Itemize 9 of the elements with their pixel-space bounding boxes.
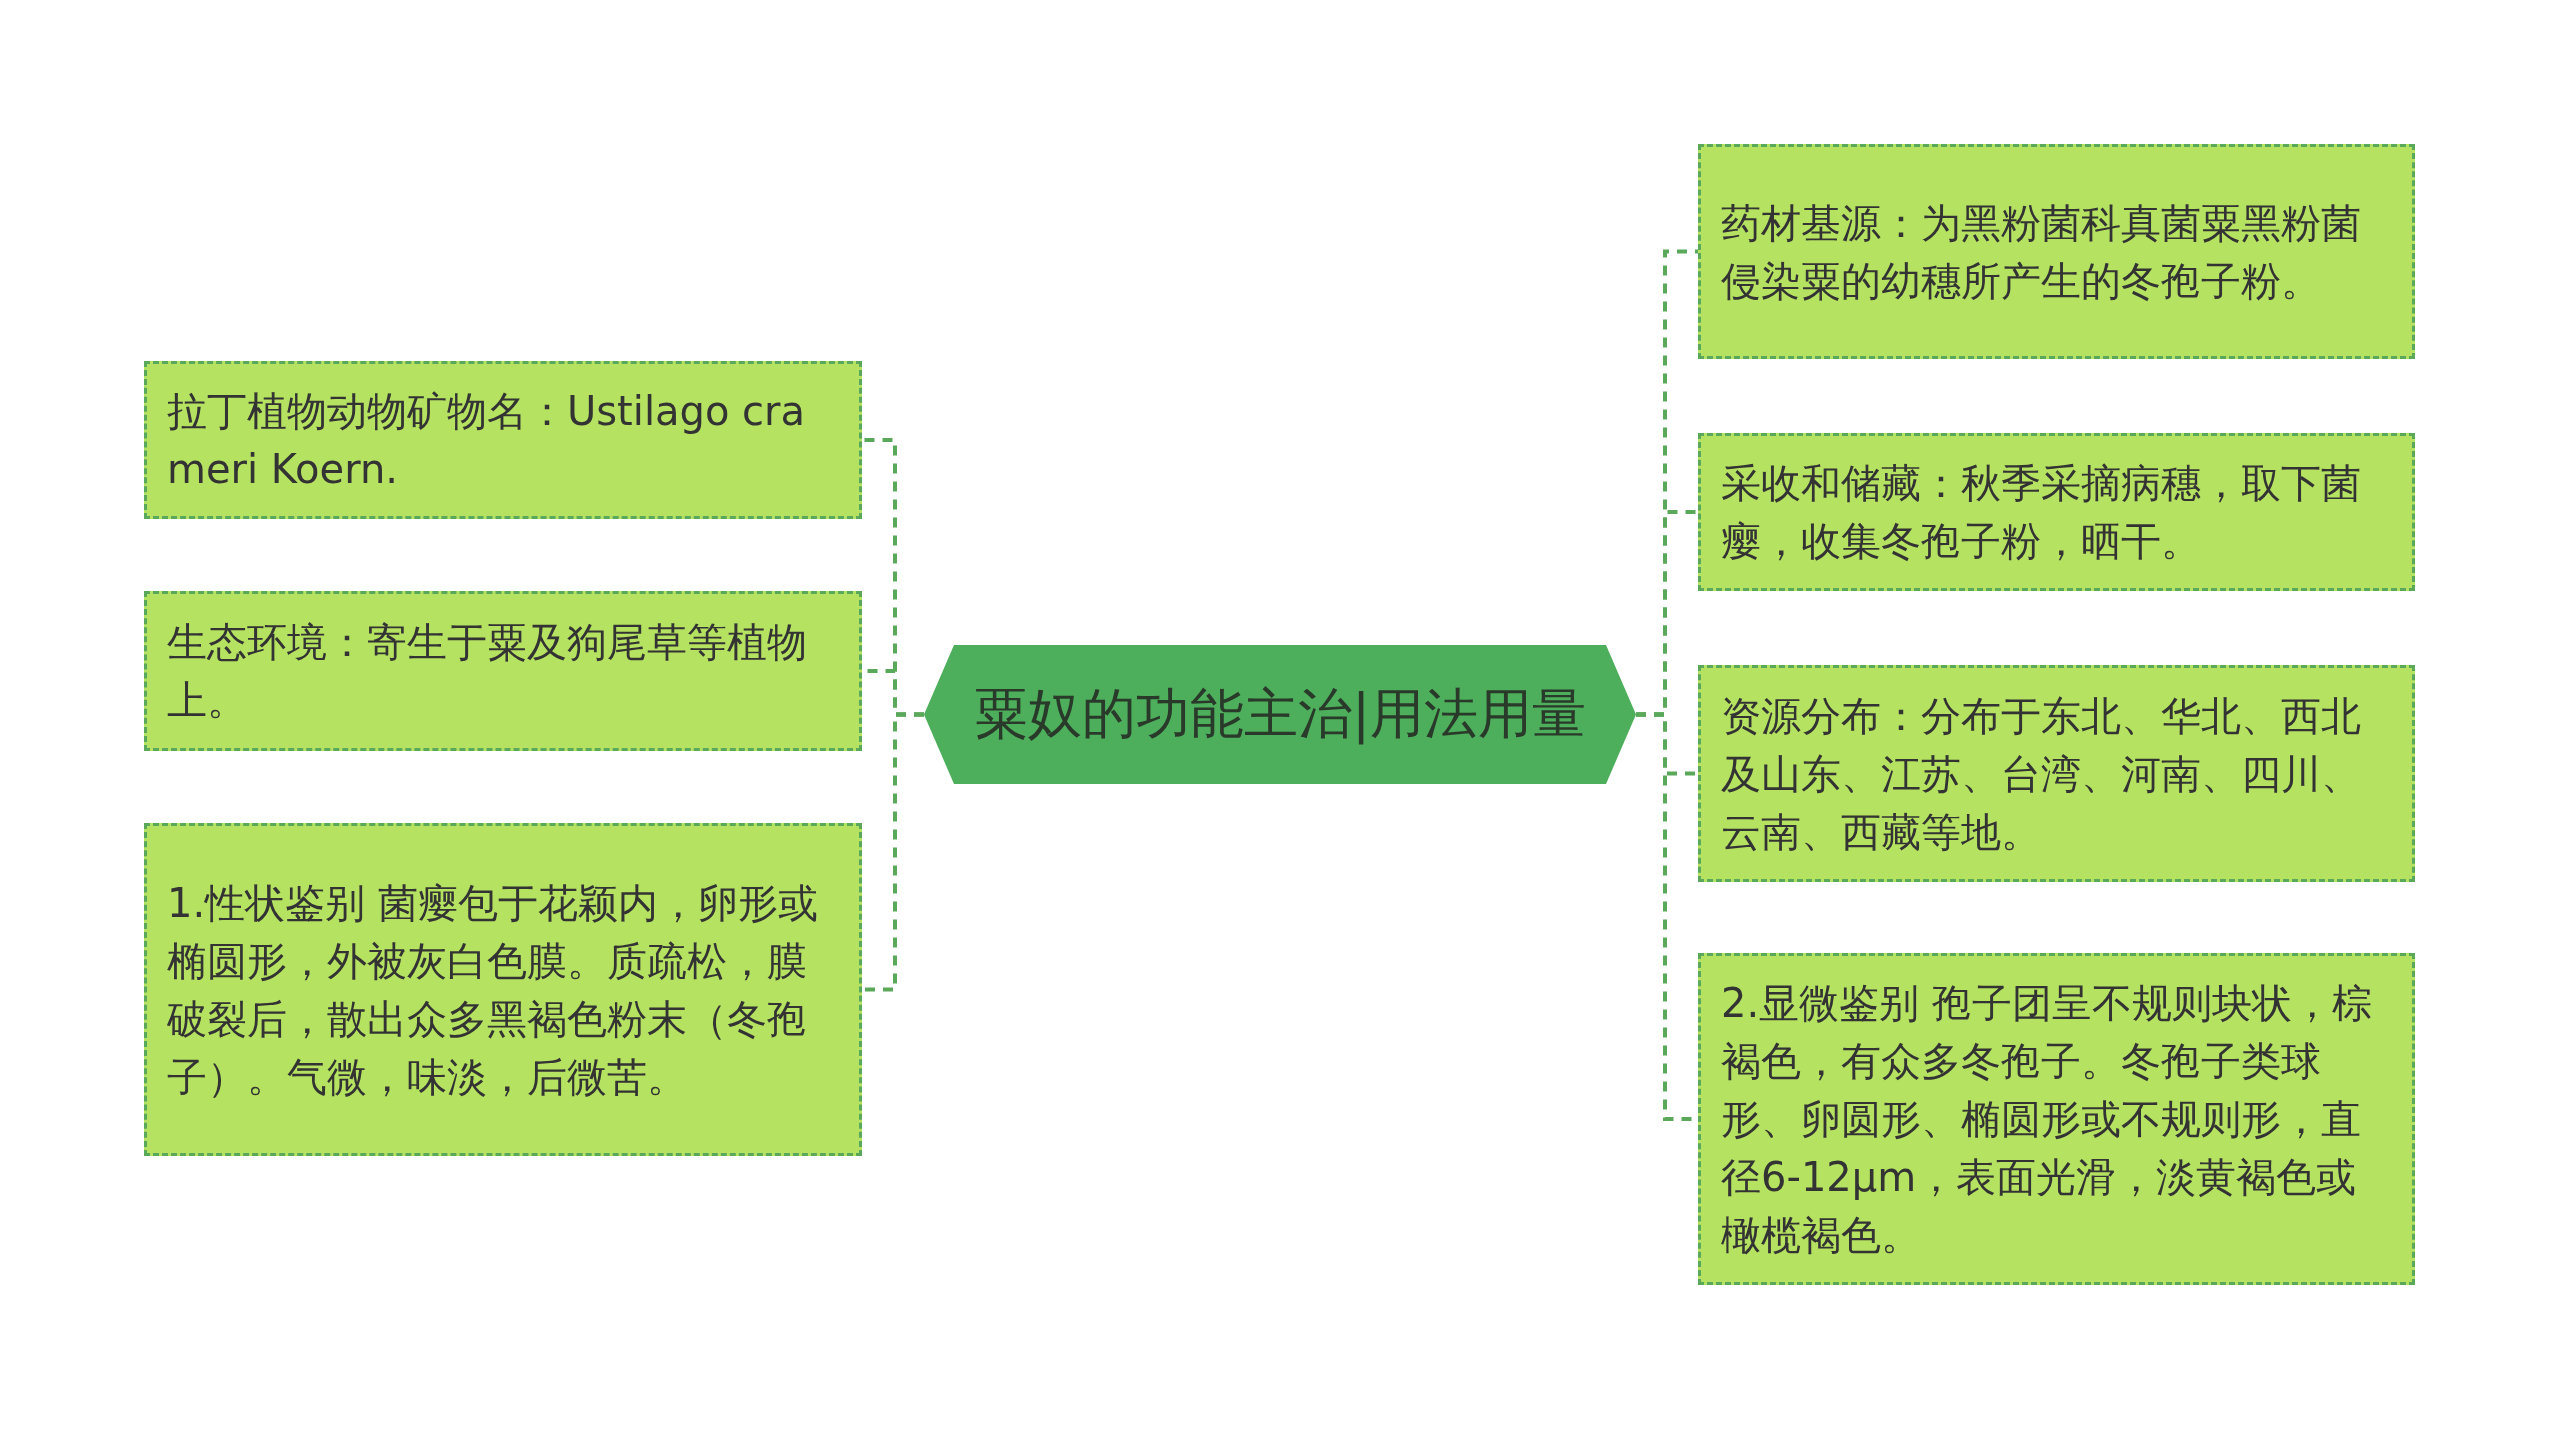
topic-box: 采收和储藏：秋季采摘病穗，取下菌瘿，收集冬孢子粉，晒干。	[1698, 433, 2415, 591]
topic-box: 2.显微鉴别 孢子团呈不规则块状，棕褐色，有众多冬孢子。冬孢子类球形、卵圆形、椭圆形或不规则形，直径6-12μm，表面光滑，淡黄褐色或橄榄褐色。	[1698, 953, 2415, 1285]
topic-box: 资源分布：分布于东北、华北、西北及山东、江苏、台湾、河南、四川、云南、西藏等地。	[1698, 665, 2415, 882]
topic-box: 生态环境：寄生于粟及狗尾草等植物上。	[144, 591, 862, 751]
topic-box: 药材基源：为黑粉菌科真菌粟黑粉菌侵染粟的幼穗所产生的冬孢子粉。	[1698, 144, 2415, 359]
topic-box: 拉丁植物动物矿物名：Ustilago crameri Koern.	[144, 361, 862, 519]
connector-line	[862, 712, 924, 992]
topic-box: 1.性状鉴别 菌瘿包于花颖内，卵形或椭圆形，外被灰白色膜。质疏松，膜破裂后，散出众多黑褐色粉末（冬孢子）。气微，味淡，后微苦。	[144, 823, 862, 1156]
title-text: 粟奴的功能主治|用法用量	[973, 681, 1587, 747]
